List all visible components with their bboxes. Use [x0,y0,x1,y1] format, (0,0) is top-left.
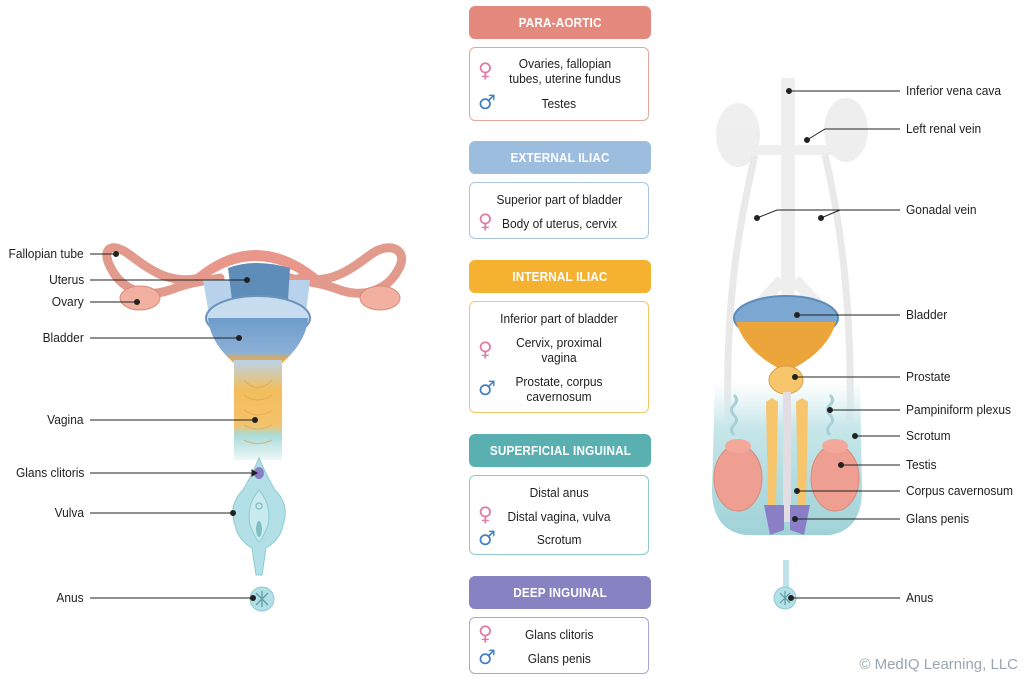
row-ovaries: Ovaries, fallopian tubes, uterine fundus [509,56,621,86]
male-symbol-icon: ♂ [478,645,496,669]
label-bladder-female: Bladder [42,330,84,345]
male-symbol-icon: ♂ [478,90,496,114]
female-external-art [232,456,286,612]
label-bladder-male: Bladder [906,307,948,322]
row-scrotum: Scrotum [536,532,582,547]
label-anus-male: Anus [906,590,934,605]
female-symbol-icon: ♀ [478,58,493,82]
label-glans-penis: Glans penis [906,511,970,526]
female-leader-lines [90,251,258,601]
label-left-renal-vein: Left renal vein [906,121,982,136]
row-uterus-cervix: Body of uterus, cervix [501,216,617,231]
header-superficial-inguinal: SUPERFICIAL INGUINAL [469,434,651,467]
label-inferior-vena-cava: Inferior vena cava [906,83,1002,98]
label-ovary: Ovary [52,294,84,309]
copyright-notice: © MedIQ Learning, LLC [859,656,1018,673]
label-testis: Testis [906,457,937,472]
label-anus-female: Anus [56,590,84,605]
female-symbol-icon: ♀ [478,337,493,361]
row-distal-anus: Distal anus [529,485,589,500]
male-reproductive-art [712,295,862,610]
male-symbol-icon: ♂ [478,376,496,400]
label-gonadal-vein: Gonadal vein [906,202,977,217]
box-external-iliac: Superior part of bladder ♀ Body of uteru… [469,182,649,239]
label-scrotum: Scrotum [906,428,951,443]
row-glans-penis: Glans penis [527,651,591,666]
label-pampiniform-plexus: Pampiniform plexus [906,402,1012,417]
header-para-aortic: PARA-AORTIC [469,6,651,39]
box-internal-iliac: Inferior part of bladder ♀ Cervix, proxi… [469,301,649,413]
row-distal-vagina-vulva: Distal vagina, vulva [507,509,611,524]
male-symbol-icon: ♂ [478,526,496,550]
female-symbol-icon: ♀ [478,502,493,526]
row-inferior-bladder: Inferior part of bladder [500,311,618,326]
female-symbol-icon: ♀ [478,621,493,645]
label-vagina: Vagina [47,412,84,427]
box-para-aortic: ♀ Ovaries, fallopian tubes, uterine fund… [469,47,649,121]
row-superior-bladder: Superior part of bladder [496,192,622,207]
female-reproductive-art [102,243,407,460]
label-corpus-cavernosum: Corpus cavernosum [906,483,1014,498]
label-glans-clitoris: Glans clitoris [15,465,84,480]
male-leader-lines [754,88,900,601]
label-uterus: Uterus [48,272,84,287]
header-deep-inguinal: DEEP INGUINAL [469,576,651,609]
box-superficial-inguinal: Distal anus ♀ Distal vagina, vulva ♂ Scr… [469,475,649,555]
label-prostate: Prostate [906,369,951,384]
row-glans-clitoris: Glans clitoris [524,627,594,642]
label-fallopian-tube: Fallopian tube [8,246,84,261]
row-prostate-corpus: Prostate, corpus cavernosum [515,374,603,404]
female-symbol-icon: ♀ [478,209,493,233]
header-external-iliac: EXTERNAL ILIAC [469,141,651,174]
label-vulva: Vulva [54,505,84,520]
header-internal-iliac: INTERNAL ILIAC [469,260,651,293]
row-cervix-vagina: Cervix, proximal vagina [516,335,602,365]
box-deep-inguinal: ♀ Glans clitoris ♂ Glans penis [469,617,649,674]
row-testes: Testes [541,96,577,111]
